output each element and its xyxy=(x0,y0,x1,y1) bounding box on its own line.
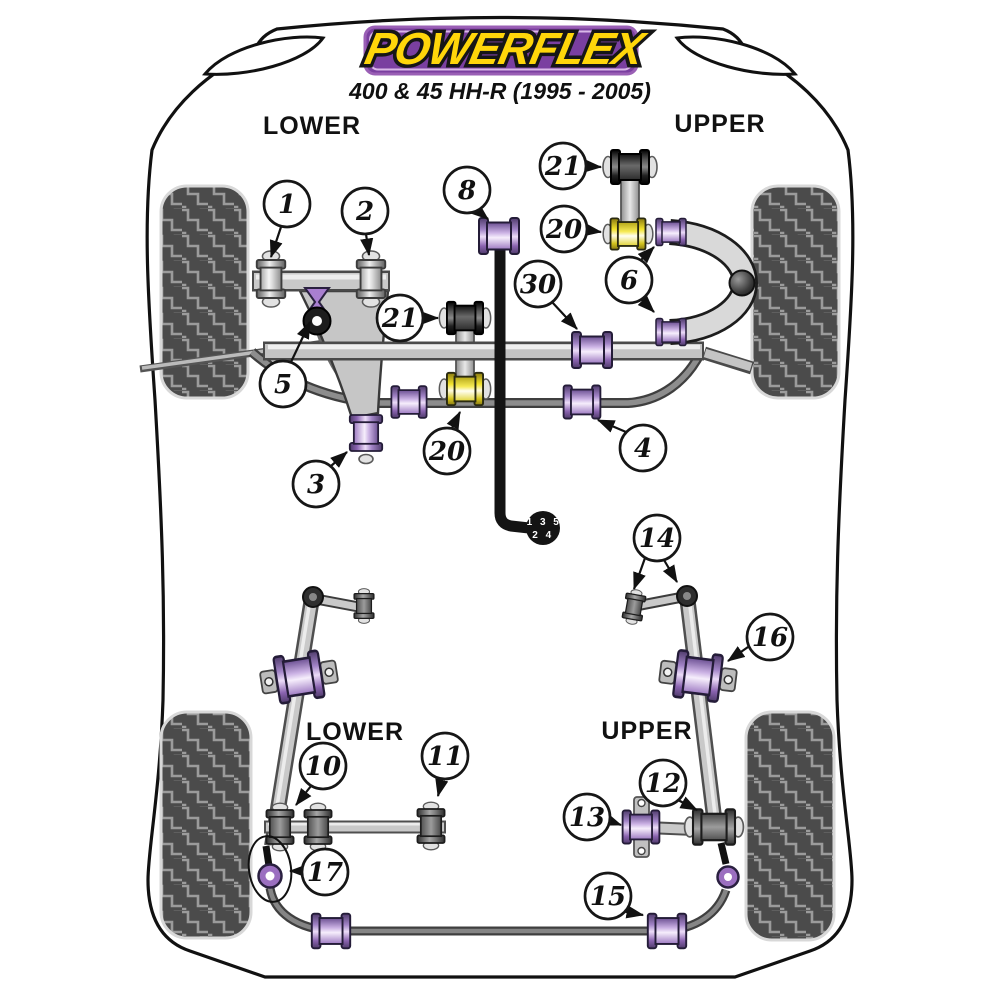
rear-right-upper-link xyxy=(634,585,698,612)
svg-text:21: 21 xyxy=(381,304,418,334)
front-suspension: 1 3 5 2 4 xyxy=(139,149,759,545)
svg-text:4: 4 xyxy=(634,434,652,464)
svg-text:5: 5 xyxy=(274,370,292,400)
front-upper-ball-joint xyxy=(728,269,756,297)
svg-text:20: 20 xyxy=(428,437,465,467)
car-body-outline xyxy=(145,15,855,979)
callouts: 1 2 8 21 20 6 xyxy=(258,141,795,921)
callout-15: 15 xyxy=(583,871,645,921)
callout-21-upper: 21 xyxy=(538,141,603,191)
bushing-3-arm-rear xyxy=(348,414,384,452)
rear-left-link-bushing xyxy=(353,588,375,624)
gear-knob-row1: 1 3 5 xyxy=(527,517,562,528)
label-front-upper: UPPER xyxy=(674,110,765,138)
right-headlight xyxy=(674,35,799,76)
bushing-20-upper-yellow xyxy=(602,217,654,251)
front-left-tire xyxy=(159,184,250,400)
svg-text:2: 2 xyxy=(355,197,374,227)
callout-8: 8 xyxy=(442,165,492,220)
front-right-tire xyxy=(750,184,841,400)
wheels xyxy=(159,184,841,942)
bushing-11-lateral xyxy=(416,801,446,851)
left-headlight xyxy=(201,35,326,76)
rear-left-lateral-arm xyxy=(264,820,446,834)
front-upper-wishbone xyxy=(668,219,759,345)
bushing-rear-arb-left xyxy=(310,912,352,950)
rear-anti-roll-bar xyxy=(265,886,731,936)
svg-text:16: 16 xyxy=(752,623,788,653)
bushing-6-wishbone-front xyxy=(655,217,687,247)
bushing-21-mid-black xyxy=(438,300,492,336)
callout-5: 5 xyxy=(258,321,311,409)
svg-text:14: 14 xyxy=(639,524,675,554)
rear-right-tire xyxy=(744,710,836,942)
bushing-15-rear-arb xyxy=(646,912,688,950)
rear-right-strut xyxy=(679,595,724,834)
callout-10: 10 xyxy=(295,741,348,806)
svg-text:10: 10 xyxy=(305,752,341,782)
rear-suspension xyxy=(247,585,745,950)
bushing-8-gear-linkage xyxy=(478,217,520,255)
svg-text:15: 15 xyxy=(590,882,626,912)
bushing-30-subframe xyxy=(571,331,613,369)
bushing-20-mid-yellow xyxy=(438,371,492,407)
bushing-6-wishbone-rear xyxy=(655,317,687,347)
svg-text:8: 8 xyxy=(457,176,476,206)
bushing-12-strut-base xyxy=(683,808,745,846)
bushing-arb-clamp-left xyxy=(390,385,428,419)
callout-2: 2 xyxy=(340,186,390,257)
powerflex-logo: POWERFLEX xyxy=(357,20,654,77)
svg-text:21: 21 xyxy=(544,152,581,182)
callout-3: 3 xyxy=(291,451,348,509)
callout-16: 16 xyxy=(727,612,795,662)
callout-14: 14 xyxy=(632,513,682,591)
rear-left-tire xyxy=(159,710,253,940)
rear-right-drop-link xyxy=(716,842,740,889)
callout-11: 11 xyxy=(420,731,470,798)
svg-text:6: 6 xyxy=(620,266,638,296)
front-subframe-bar xyxy=(263,341,754,375)
brand-text: POWERFLEX xyxy=(361,23,651,73)
bushing-rear-left-clamp xyxy=(259,649,339,705)
callout-30: 30 xyxy=(513,259,578,330)
svg-text:11: 11 xyxy=(427,742,463,772)
callout-1: 1 xyxy=(262,179,312,259)
callout-21-mid: 21 xyxy=(375,293,440,343)
bushing-1-front-arm xyxy=(255,250,287,308)
bushing-16-clamp xyxy=(658,648,738,704)
label-rear-lower: LOWER xyxy=(306,718,404,746)
bushing-2-front-arm xyxy=(355,250,387,308)
callout-6: 6 xyxy=(604,246,655,313)
svg-text:3: 3 xyxy=(307,470,325,500)
callout-13: 13 xyxy=(562,792,623,842)
bushing-4-arb-clamp-right xyxy=(562,384,602,420)
bushing-10-outer xyxy=(303,802,333,852)
label-front-lower: LOWER xyxy=(263,112,361,140)
svg-text:17: 17 xyxy=(307,858,343,888)
svg-text:13: 13 xyxy=(569,803,605,833)
bushing-21-upper-black xyxy=(602,149,658,185)
callout-4: 4 xyxy=(596,418,668,473)
bushing-13-purple xyxy=(621,809,661,845)
callout-20-upper: 20 xyxy=(539,204,603,254)
svg-text:12: 12 xyxy=(645,769,681,799)
callout-17: 17 xyxy=(288,847,350,897)
svg-text:20: 20 xyxy=(545,215,582,245)
gear-knob xyxy=(526,511,560,545)
model-text: 400 & 45 HH-R (1995 - 2005) xyxy=(348,78,651,104)
gear-knob-row2: 2 4 xyxy=(532,530,553,541)
callout-20-mid: 20 xyxy=(422,411,472,476)
svg-text:1: 1 xyxy=(278,190,296,220)
svg-text:30: 30 xyxy=(520,270,556,300)
label-rear-upper: UPPER xyxy=(601,717,692,745)
gear-linkage: 1 3 5 2 4 xyxy=(494,244,562,545)
callout-12: 12 xyxy=(638,758,698,811)
